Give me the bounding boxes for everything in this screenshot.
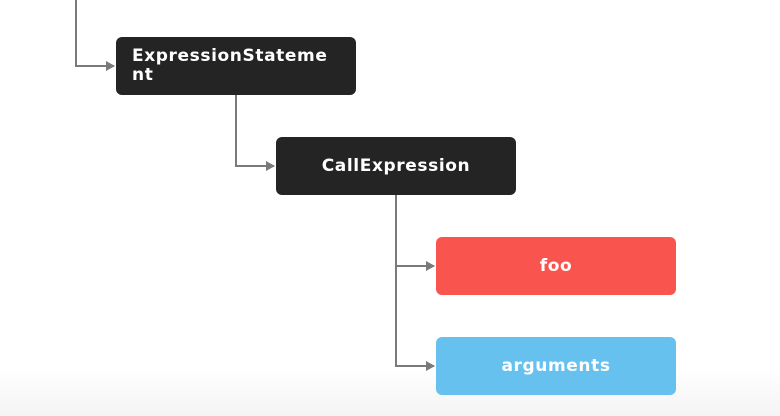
node-foo[interactable]: foo	[436, 237, 676, 295]
connector-root-to-expression-statement	[75, 0, 115, 71]
connector-call-expression-to-foo	[395, 195, 435, 271]
node-arguments-label: arguments	[501, 356, 611, 376]
node-expression-statement-label: ExpressionStatement	[132, 46, 328, 85]
connector-call-expression-to-arguments	[395, 266, 435, 371]
node-foo-label: foo	[539, 256, 573, 276]
node-expression-statement[interactable]: ExpressionStatement	[116, 37, 356, 95]
connector-expression-statement-to-call-expression	[235, 95, 275, 171]
node-call-expression[interactable]: CallExpression	[276, 137, 516, 195]
node-call-expression-label: CallExpression	[321, 156, 471, 176]
node-arguments[interactable]: arguments	[436, 337, 676, 395]
